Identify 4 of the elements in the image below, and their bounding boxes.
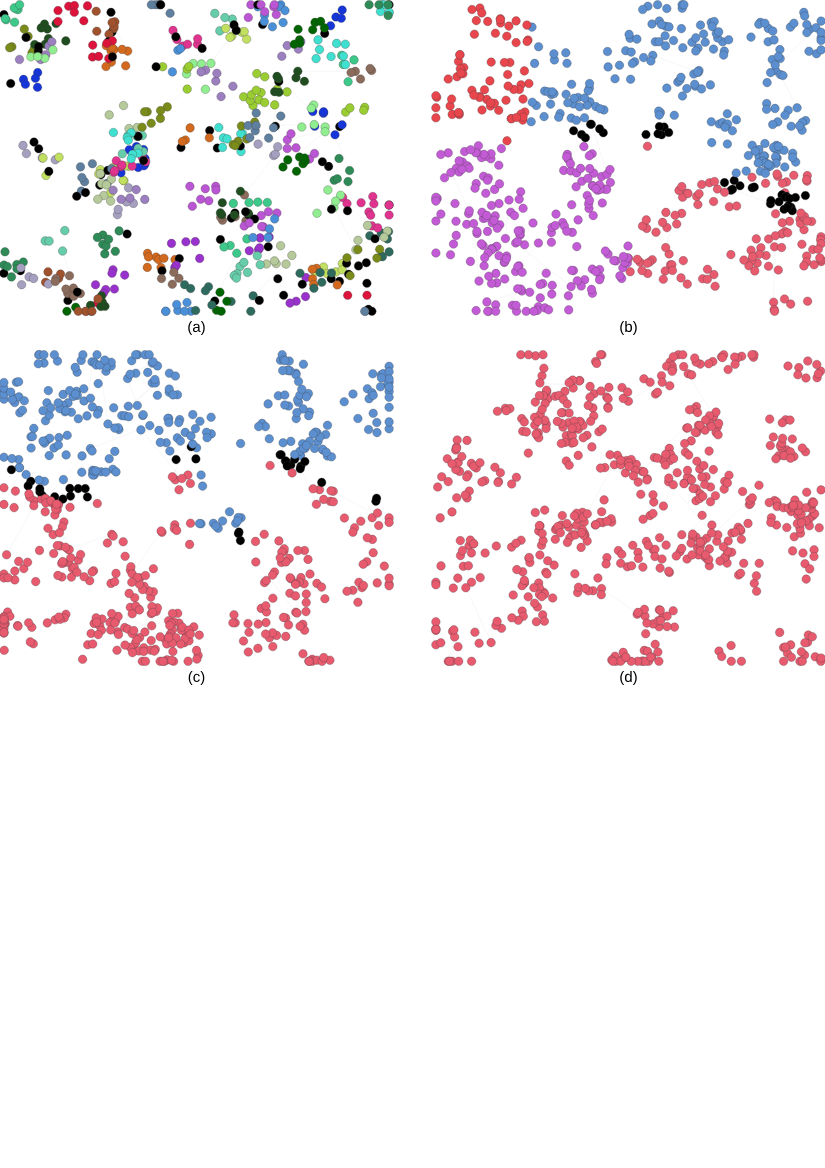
panel-label: (d) [620,671,637,685]
panel-label: (c) [188,671,205,685]
panel-label: (a) [188,321,205,335]
panel-label: (b) [620,321,637,335]
